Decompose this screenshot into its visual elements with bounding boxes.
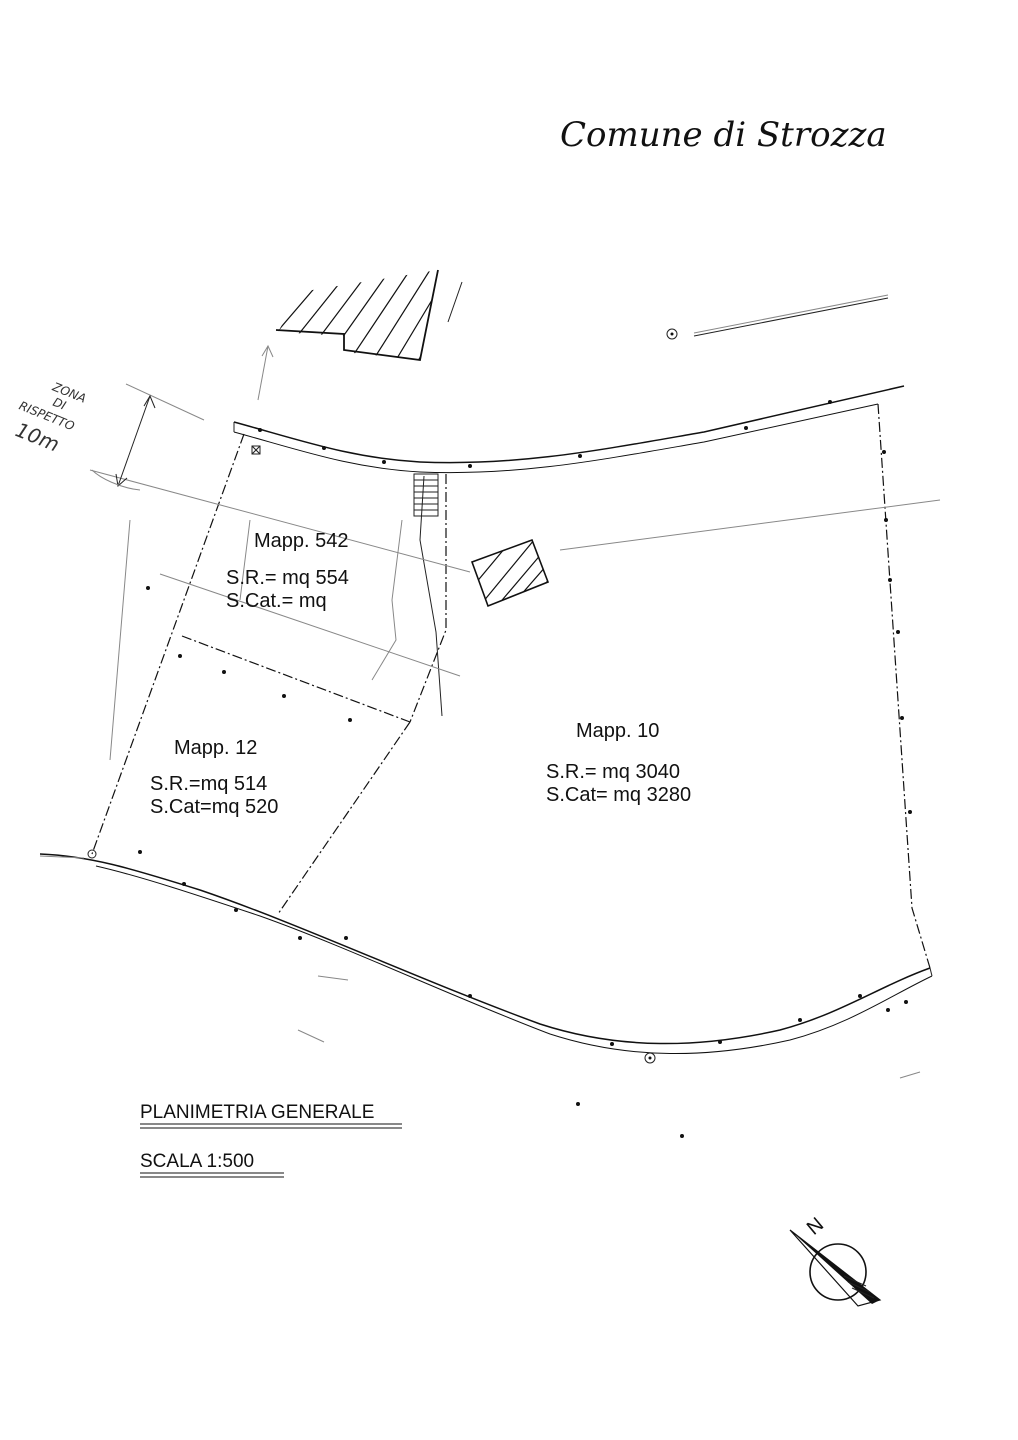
drawing-scale: SCALA 1:500 <box>140 1151 254 1172</box>
north-arrow-icon: N <box>789 1213 882 1307</box>
parcel-10-sr: S.R.= mq 3040 <box>546 761 680 783</box>
parcel-12-label: Mapp. 12 <box>174 737 257 759</box>
drawing-title: PLANIMETRIA GENERALE <box>140 1102 374 1123</box>
top-right-boundary-segment <box>693 294 889 337</box>
parcel-542-sr: S.R.= mq 554 <box>226 567 349 589</box>
parcel-12-labels: Mapp. 12 S.R.=mq 514 S.Cat=mq 520 <box>150 737 278 818</box>
svg-text:DI: DI <box>51 395 69 413</box>
municipality-title: Comune di Strozza <box>560 115 887 155</box>
manhole-icon <box>644 1052 656 1064</box>
manhole-icon <box>666 328 678 340</box>
parcel-542-labels: Mapp. 542 S.R.= mq 554 S.Cat.= mq <box>226 530 349 612</box>
boundary-marker-icon <box>87 849 97 859</box>
parcel-10-label: Mapp. 10 <box>576 720 659 742</box>
parcel-542-scat: S.Cat.= mq <box>226 590 327 612</box>
setback-zone-label: ZONA DI RISPETTO 10m <box>12 379 88 456</box>
parcel-10-labels: Mapp. 10 S.R.= mq 3040 S.Cat= mq 3280 <box>546 720 691 806</box>
north-arrow-letter: N <box>803 1213 828 1239</box>
parcel-12-sr: S.R.=mq 514 <box>150 773 267 795</box>
pointer-arrow <box>257 344 274 401</box>
road-upper <box>233 385 905 474</box>
survey-points <box>138 400 912 1138</box>
boundary-marker-icon <box>251 445 261 455</box>
hatched-building-top <box>275 269 463 362</box>
road-lower <box>39 853 933 1054</box>
parcel-boundaries <box>91 403 931 969</box>
hatched-building-small <box>470 538 550 608</box>
parcel-10-scat: S.Cat= mq 3280 <box>546 784 691 806</box>
parcel-12-scat: S.Cat=mq 520 <box>150 796 278 818</box>
setback-dimension <box>91 383 205 491</box>
parcel-542-label: Mapp. 542 <box>254 530 349 552</box>
pencil-annotations <box>89 469 941 761</box>
staircase <box>413 473 439 517</box>
drawing-title-block: PLANIMETRIA GENERALE SCALA 1:500 <box>140 1102 402 1178</box>
small-marks <box>39 855 921 1079</box>
